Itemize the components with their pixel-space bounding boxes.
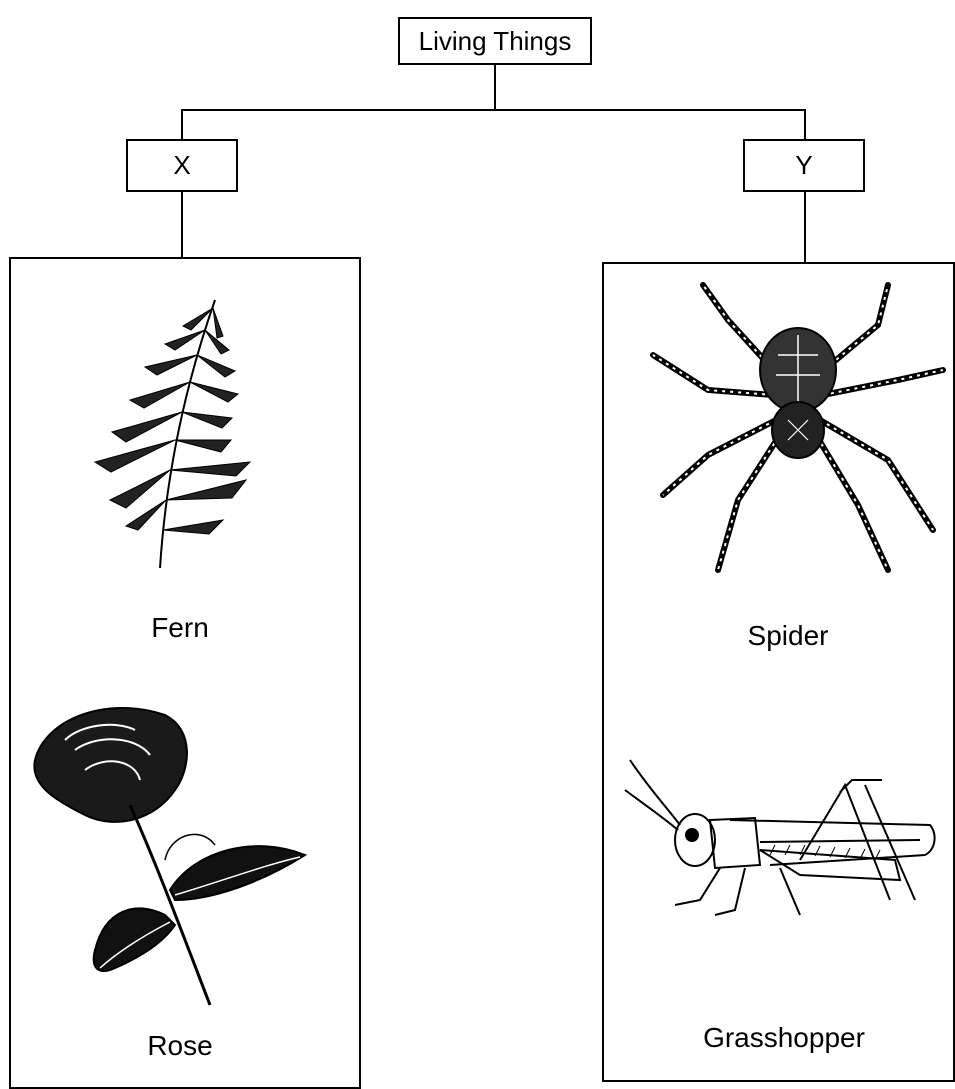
spider-label: Spider bbox=[638, 620, 938, 652]
group-y-box: Y bbox=[743, 139, 865, 192]
root-stem bbox=[494, 64, 496, 110]
x-stem bbox=[181, 191, 183, 257]
group-x-label: X bbox=[173, 150, 190, 181]
spider-icon bbox=[648, 280, 948, 580]
fern-label: Fern bbox=[30, 612, 330, 644]
branch-bar bbox=[181, 109, 806, 111]
root-label: Living Things bbox=[419, 26, 572, 57]
fern-icon bbox=[80, 290, 280, 570]
grasshopper-icon bbox=[620, 750, 940, 920]
y-stem bbox=[804, 191, 806, 262]
root-box: Living Things bbox=[398, 17, 592, 65]
rose-icon bbox=[25, 700, 315, 1020]
group-y-label: Y bbox=[795, 150, 812, 181]
group-x-box: X bbox=[126, 139, 238, 192]
branch-left-down bbox=[181, 109, 183, 140]
grasshopper-label: Grasshopper bbox=[634, 1022, 934, 1054]
rose-label: Rose bbox=[30, 1030, 330, 1062]
branch-right-down bbox=[804, 109, 806, 140]
